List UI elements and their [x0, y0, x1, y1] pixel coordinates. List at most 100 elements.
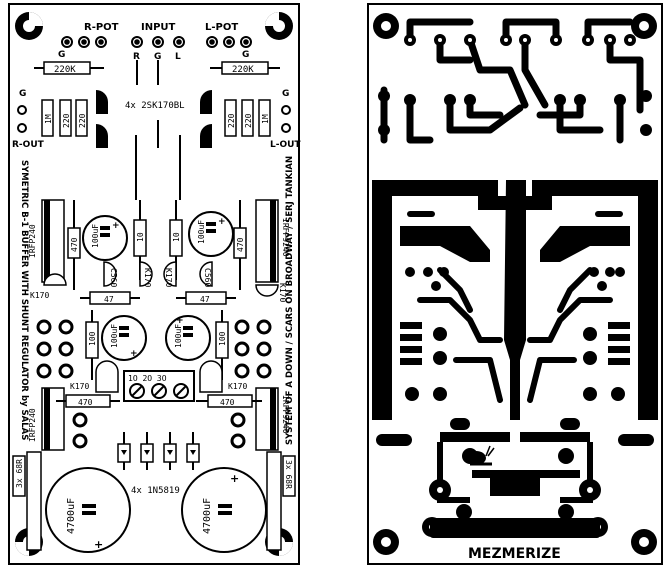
svg-text:IRFP9240: IRFP9240	[281, 395, 290, 434]
out-g-label: G	[282, 89, 289, 99]
svg-text:+: +	[218, 217, 226, 227]
svg-text:220K: 220K	[232, 65, 254, 75]
out-g-label: G	[19, 89, 26, 99]
transistor-k170-a: K170	[139, 261, 153, 287]
power-terminal-block: 1O 2O 3O	[123, 370, 195, 402]
svg-text:100: 100	[218, 331, 227, 346]
resistor-68r-right: 3x 68R	[266, 451, 296, 551]
led-cluster-left	[36, 319, 74, 379]
svg-text:220: 220	[62, 113, 71, 128]
resistor-470-top-left: 470	[67, 200, 81, 290]
svg-text:100uF: 100uF	[91, 224, 100, 248]
svg-text:100uF: 100uF	[197, 220, 206, 244]
svg-text:470: 470	[236, 237, 245, 252]
copper-pads-top	[378, 34, 652, 136]
capacitor-100uf-mid-right: 100uF +	[165, 315, 211, 361]
jumper-wires	[135, 60, 181, 200]
svg-text:47: 47	[104, 295, 114, 304]
pot-g-label: G	[58, 50, 65, 60]
svg-text:100: 100	[88, 331, 97, 346]
resistor-group-right: 220 220 1M	[200, 90, 271, 148]
transistor-k170-d: K170	[255, 283, 287, 302]
input-r-label: R	[133, 52, 140, 62]
svg-text:220K: 220K	[54, 65, 76, 75]
copper-pad-cluster-left	[400, 322, 447, 401]
svg-text:IRFP240: IRFP240	[28, 224, 37, 258]
mounting-hole-icon	[265, 12, 293, 40]
svg-text:+: +	[130, 349, 138, 359]
copper-spine	[504, 180, 526, 420]
mosfet-irfp240-bottom: IRFP240	[28, 387, 65, 451]
input-g-label: G	[154, 52, 161, 62]
svg-text:K170: K170	[143, 268, 152, 287]
resistor-68r-left: 3x 68R	[12, 451, 42, 551]
capacitor-100uf-top-left: 100uF +	[82, 215, 128, 261]
copper-bottom-bus	[430, 518, 600, 538]
pot-g-label: G	[242, 50, 249, 60]
svg-text:470: 470	[78, 398, 93, 407]
svg-text:10: 10	[172, 232, 181, 242]
led-cluster-right	[234, 319, 272, 379]
resistor-47-right: 47	[176, 291, 236, 305]
svg-text:100uF: 100uF	[110, 324, 119, 348]
r-pot-pads	[61, 36, 107, 48]
l-out-label: L-OUT	[270, 140, 301, 150]
mounting-hole-icon	[15, 12, 43, 40]
copper-small-pads	[405, 267, 625, 291]
svg-text:K170: K170	[228, 382, 247, 391]
svg-text:+: +	[176, 316, 184, 326]
mosfet-irfp240-top: IRFP240	[28, 199, 65, 283]
output-pads	[17, 105, 291, 133]
copper-pour-left	[372, 180, 510, 420]
resistor-10-left: 10	[133, 200, 147, 280]
transistor-c560-right: C560	[199, 261, 213, 287]
led-pair-left	[72, 412, 88, 449]
svg-text:4700uF: 4700uF	[66, 498, 77, 534]
resistor-220k-right: 220K	[210, 61, 280, 75]
resistor-10-right: 10	[169, 200, 183, 280]
copper-pad-cluster-right	[583, 322, 630, 401]
svg-text:3x 68R: 3x 68R	[284, 460, 293, 489]
svg-text:1M: 1M	[44, 114, 53, 124]
transistor-k170-c: K170	[30, 273, 67, 300]
svg-text:220: 220	[227, 113, 236, 128]
svg-text:10: 10	[136, 232, 145, 242]
capacitor-100uf-top-right: 100uF +	[188, 211, 234, 257]
svg-text:3x 68R: 3x 68R	[15, 459, 24, 488]
copper-pour-right	[520, 180, 658, 420]
jfet-note: 4x 2SK170BL	[125, 101, 185, 111]
svg-text:C560: C560	[203, 268, 212, 287]
resistor-100-left: 100	[85, 310, 99, 380]
svg-text:220: 220	[244, 113, 253, 128]
mosfet-irfp9240-bottom: IRFP9240	[255, 387, 290, 451]
svg-text:47: 47	[200, 295, 210, 304]
transistor-k170-e: K170	[70, 360, 119, 393]
svg-text:470: 470	[70, 237, 79, 252]
diode-note: 4x 1N5819	[131, 486, 180, 496]
transistor-k170-f: K170	[199, 360, 247, 393]
svg-text:K170: K170	[30, 291, 49, 300]
transistor-k170-b: K170	[163, 261, 177, 287]
silkscreen-panel: R-POT INPUT L-POT G R G L G 220K	[8, 3, 301, 565]
side-note-left: SYMETRIC B-1 BUFFER WITH SHUNT REGULATOR…	[19, 160, 29, 440]
input-label: INPUT	[141, 22, 176, 33]
led-pair-right	[230, 412, 246, 449]
svg-text:K170: K170	[278, 283, 287, 302]
copper-lower-bus	[472, 470, 580, 496]
capacitor-4700uf-right: 4700uF +	[181, 467, 267, 553]
diode-array	[117, 432, 200, 470]
copper-blob	[400, 226, 490, 262]
svg-text:IRFP9240: IRFP9240	[281, 218, 290, 257]
copper-title: MEZMERIZE	[468, 546, 561, 562]
mosfet-irfp9240-top: IRFP9240	[255, 199, 290, 283]
copper-blob	[540, 226, 630, 262]
svg-text:+: +	[230, 472, 239, 485]
svg-text:C560: C560	[109, 268, 118, 287]
resistor-group-left: 1M 220 220	[41, 90, 108, 148]
resistor-470-bottom-right: 470	[196, 394, 262, 408]
side-note-right: SYSTEM OF A DOWN / SCARS ON BROADWAY / S…	[285, 156, 295, 445]
svg-text:4700uF: 4700uF	[202, 498, 213, 534]
svg-text:220: 220	[78, 113, 87, 128]
copper-panel: MEZMERIZE	[367, 3, 663, 565]
